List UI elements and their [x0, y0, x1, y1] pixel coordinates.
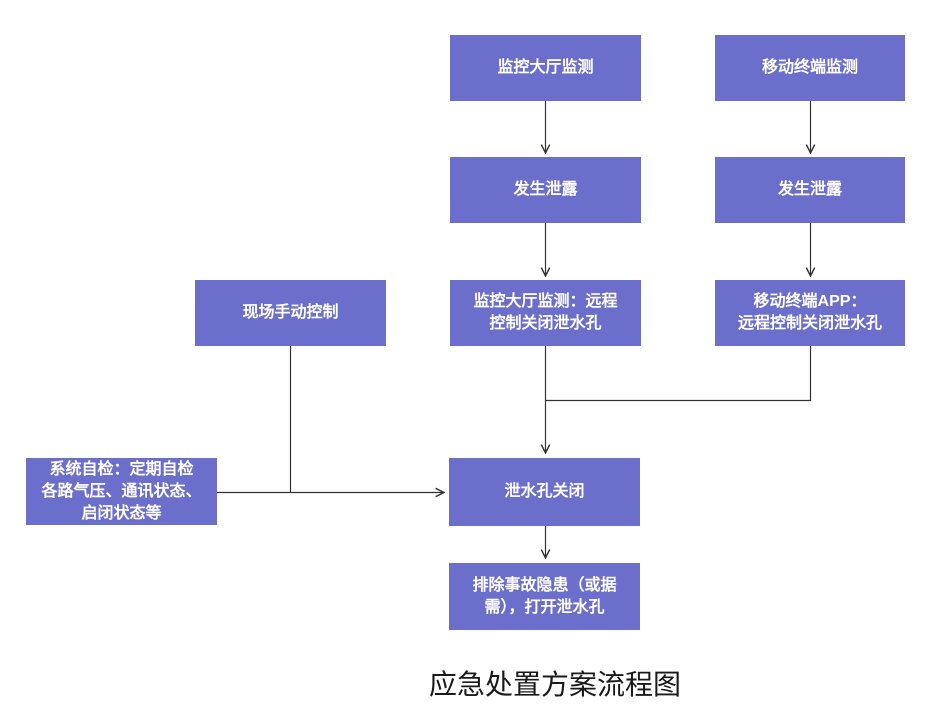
node-resolve-reopen: 排除事故隐患（或据 需），打开泄水孔	[449, 563, 640, 630]
node-hall-remote-close: 监控大厅监测：远程 控制关闭泄水孔	[450, 280, 641, 346]
node-drain-closed: 泄水孔关闭	[449, 458, 640, 526]
node-self-check: 系统自检：定期自检 各路气压、通讯状态、 启闭状态等	[26, 458, 217, 525]
node-app-remote-close: 移动终端APP： 远程控制关闭泄水孔	[715, 280, 905, 346]
node-leak-mobile: 发生泄露	[715, 157, 905, 223]
connector-app-close-merge	[545, 346, 812, 402]
node-leak-hall: 发生泄露	[450, 157, 641, 223]
diagram-title: 应急处置方案流程图	[428, 670, 681, 701]
node-manual-control: 现场手动控制	[195, 280, 386, 346]
node-monitor-hall: 监控大厅监测	[450, 35, 641, 101]
node-mobile-terminal: 移动终端监测	[715, 35, 905, 101]
